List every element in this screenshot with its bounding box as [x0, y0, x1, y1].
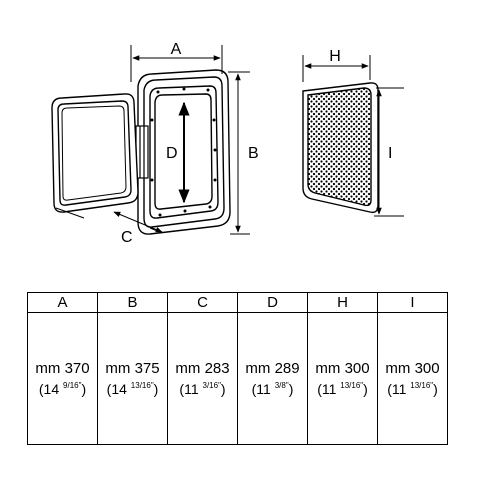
cell-h: mm 300 (11 13/16"): [307, 312, 378, 445]
value-inch: (11 3/16"): [179, 380, 226, 397]
dimensions-table: A B C D H I mm 370 (14 9/16") mm 375 (14…: [27, 292, 448, 445]
dimension-c: [55, 207, 163, 233]
header-h: H: [307, 292, 378, 313]
header-c: C: [167, 292, 238, 313]
dimension-h: [302, 55, 371, 82]
value-inch: (14 13/16"): [106, 380, 159, 397]
header-b: B: [97, 292, 168, 313]
value-mm: mm 289: [245, 359, 300, 377]
label-h: H: [329, 48, 341, 65]
cell-a: mm 370 (14 9/16"): [27, 312, 98, 445]
label-d: D: [166, 145, 178, 162]
label-a: A: [171, 41, 182, 58]
label-i: I: [388, 145, 392, 162]
value-inch: (11 13/16"): [387, 380, 438, 397]
value-mm: mm 300: [315, 359, 370, 377]
value-mm: mm 283: [175, 359, 230, 377]
hatch-dimension-drawing: A B D C H I: [51, 41, 404, 246]
table-header-row: A B C D H I: [27, 292, 448, 313]
dimension-a: [130, 45, 223, 82]
cell-d: mm 289 (11 3/8"): [237, 312, 308, 445]
side-panel: [302, 82, 379, 214]
label-c: C: [121, 229, 133, 246]
header-i: I: [377, 292, 448, 313]
value-mm: mm 370: [35, 359, 90, 377]
value-inch: (11 3/8"): [251, 380, 294, 397]
value-inch: (14 9/16"): [38, 380, 87, 397]
cell-b: mm 375 (14 13/16"): [97, 312, 168, 445]
cell-i: mm 300 (11 13/16"): [377, 312, 448, 445]
value-inch: (11 13/16"): [317, 380, 368, 397]
table-row: mm 370 (14 9/16") mm 375 (14 13/16") mm …: [27, 312, 448, 445]
header-a: A: [27, 292, 98, 313]
hinge: [135, 125, 149, 179]
dimension-i: [374, 87, 404, 217]
open-door: [51, 93, 139, 213]
dimension-b: [228, 71, 250, 235]
label-b: B: [248, 145, 259, 162]
header-d: D: [237, 292, 308, 313]
value-mm: mm 375: [105, 359, 160, 377]
value-mm: mm 300: [385, 359, 440, 377]
cell-c: mm 283 (11 3/16"): [167, 312, 238, 445]
frame-screws: [150, 87, 217, 217]
